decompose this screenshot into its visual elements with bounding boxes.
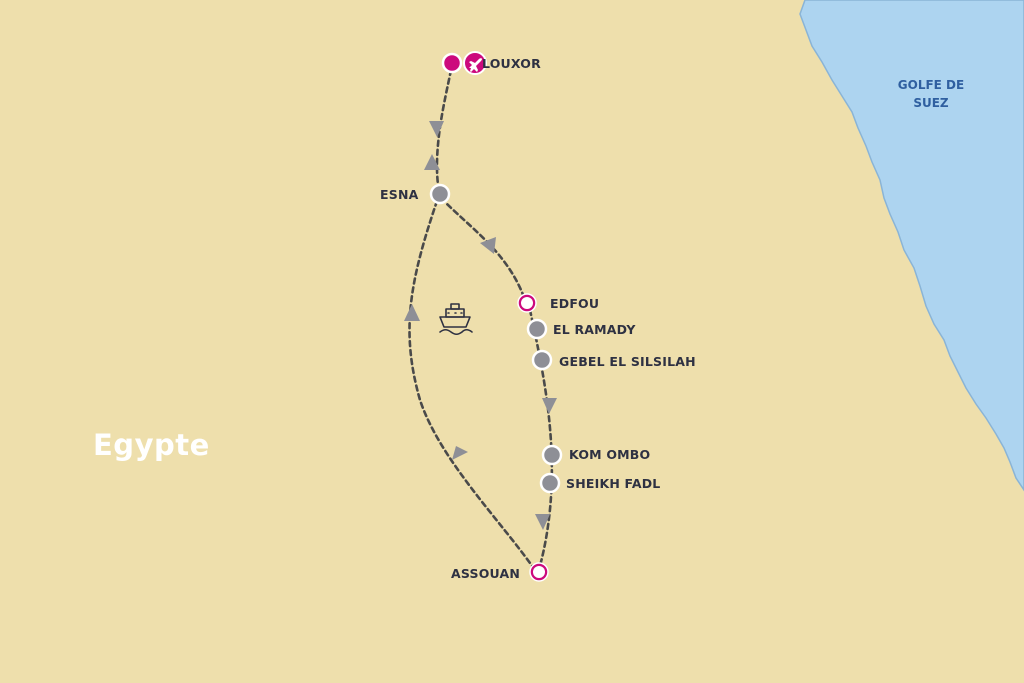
route-assouan-esna [408,196,537,572]
arrow-down [542,398,557,414]
label-sheikh-fadl: SHEIKH FADL [566,476,661,491]
stop-gebel-el-silsilah[interactable] [531,349,553,371]
route-edfou-assouan [528,308,554,568]
sea-label: GOLFE DE SUEZ [888,76,974,112]
arrow-down-right [480,237,496,254]
sea-label-line1: GOLFE DE [897,78,965,92]
stop-kom-ombo[interactable] [541,444,563,466]
country-label: Egypte [93,428,210,462]
stop-edfou-inner [521,297,533,309]
route-arrows [404,121,557,530]
stop-el-ramady[interactable] [526,318,548,340]
airplane-icon [463,51,487,75]
label-edfou: EDFOU [550,296,600,311]
route-lines [408,68,554,572]
stop-sheikh-fadl[interactable] [539,472,561,494]
gulf-of-suez [799,0,1024,492]
label-el-ramady: EL RAMADY [553,322,636,337]
arrow-up [404,304,420,321]
label-assouan: ASSOUAN [451,566,521,581]
stop-louxor[interactable] [441,52,463,74]
arrow-down [429,121,444,137]
stop-assouan-inner [533,566,545,578]
arrow-up [424,154,440,170]
route-esna-edfou [439,196,527,302]
stop-esna[interactable] [429,183,451,205]
arrow-down [535,514,550,530]
label-gebel-el-silsilah: GEBEL EL SILSILAH [559,354,696,369]
label-kom-ombo: KOM OMBO [569,447,651,462]
stop-markers [429,52,563,582]
ship-icon [439,303,473,336]
sea-label-line2: SUEZ [913,96,949,110]
label-louxor: LOUXOR [482,56,541,71]
arrow-up-right [452,446,468,460]
label-esna: ESNA [380,187,419,202]
